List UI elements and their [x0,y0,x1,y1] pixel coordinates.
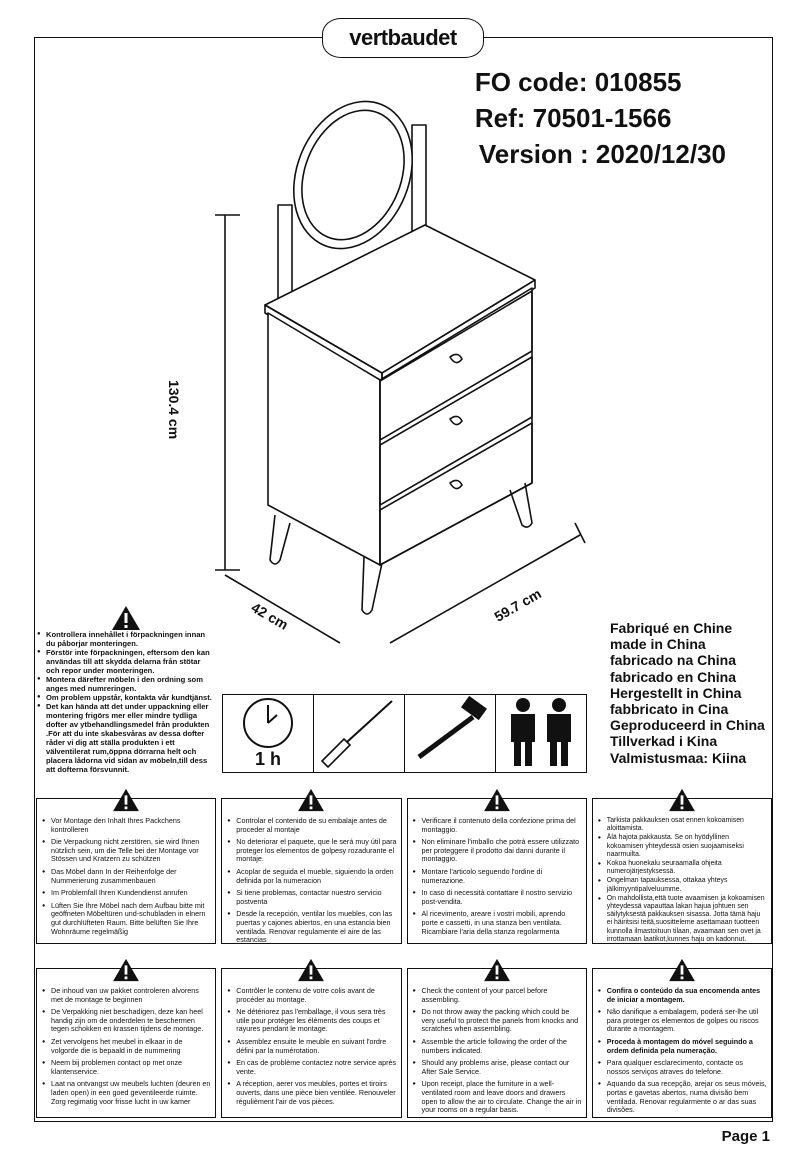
warnings-row-2: De inhoud van uw pakket controleren alvo… [36,958,772,1118]
swedish-instructions: Kontrollera innehållet i förpackningen i… [34,630,216,774]
list-item: Verificare il contenuto della confezione… [412,816,582,834]
list-item: Acoplar de seguida el mueble, siguiendo … [226,867,396,885]
list-item: Contrôler le contenu de votre colis avan… [226,986,396,1004]
made-in-line: Geproduceerd in China [610,717,765,734]
screwdriver-icon [320,700,393,769]
list-item: Das Möbel dann In der Reihenfolge der Nu… [41,867,211,885]
tools-panel: 1 h [222,694,587,773]
warning-box-pt: Confira o conteúdo da sua encomenda ante… [591,958,772,1118]
list-item: Assemble the article following the order… [412,1037,582,1055]
list-item: Neem bij problemen contact op met onze k… [41,1058,211,1076]
list-item: Al ricevimento, areare i vostri mobili, … [412,910,582,936]
list-item: Kokoa huonekalu seuraamalla ohjeita nume… [597,860,767,876]
version: Version : 2020/12/30 [478,139,726,169]
list-item: Should any problems arise, please contac… [412,1058,582,1076]
dresser-illustration [215,100,586,644]
made-in-line: made in China [610,636,706,653]
page-number: Page 1 [721,1128,770,1145]
list-item: Lüften Sie Ihre Möbel nach dem Aufbau bi… [41,901,211,936]
list-item: Zet vervolgens het meubel in elkaar in d… [41,1037,211,1055]
list-item: Aquando da sua recepção, arejar os seus … [597,1079,767,1114]
tool-hammer [405,695,496,772]
list-item: In caso di necessità contattare il nostr… [412,888,582,906]
warning-icon [668,788,695,812]
list-item: No deteriorar el paquete, que le será mu… [226,837,396,864]
list-item: Si tiene problemas, contactar nuestro se… [226,888,396,906]
brand-logo: vertbaudet [322,18,484,58]
header-info: FO code: 010855 Ref: 70501-1566 Version … [475,64,726,172]
list-item: Förstör inte förpackningen, eftersom den… [34,648,216,675]
list-item: Assemblez ensuite le meuble en suivant l… [226,1037,396,1055]
list-item: Ongelman tapauksessa, ottakaa yhteys jäl… [597,877,767,893]
made-in-line: Valmistusmaa: Kiina [610,749,747,766]
list-item: Älä hajota pakkausta. Se on hyödyllinen … [597,834,767,859]
made-in-line: fabbricato in Cina [610,701,729,718]
warning-box-fr: Contrôler le contenu de votre colis avan… [221,958,402,1118]
hammer-icon [417,695,488,760]
list-item: Ne détériorez pas l'emballage, il vous s… [226,1007,396,1034]
made-in-line: Tillverkad i Kina [610,733,718,750]
list-item: Check the content of your parcel before … [412,986,582,1004]
ref-number: Ref: 70501-1566 [474,103,672,133]
list-item: A réception, aerer vos meubles, portes e… [226,1080,396,1106]
list-item: Desde la recepción, ventilar los muebles… [226,909,396,944]
tool-screwdriver [314,695,405,772]
list-item: Non eliminare l'imballo che potrà essere… [412,837,582,864]
list-item: Det kan hända att det under uppackning e… [34,702,216,774]
two-people-icon [511,698,571,766]
warning-icon [668,958,695,982]
tool-clock: 1 h [223,695,314,772]
made-in-line: fabricado en China [610,668,737,685]
warning-icon [298,788,325,812]
warning-icon [113,958,140,982]
assembly-time: 1 h [254,749,281,769]
warning-box-en: Check the content of your parcel before … [406,958,587,1118]
warning-icon [298,958,325,982]
list-item: De inhoud van uw pakket controleren alvo… [41,986,211,1004]
warning-icon [113,788,140,812]
warning-box-nl: De inhoud van uw pakket controleren alvo… [36,958,217,1118]
list-item: Para qualquer esclarecimento, contacte o… [597,1058,767,1076]
clock-icon [243,698,293,748]
warning-icon [483,788,510,812]
list-item: De Verpakking niet beschadigen, deze kan… [41,1007,211,1034]
list-item: On mahdollista,että tuote avaamisen ja k… [597,895,767,944]
warning-icon [483,958,510,982]
warning-box-it: Verificare il contenuto della confezione… [406,788,587,944]
warning-box-es: Controlar el contenido de su embalaje an… [221,788,402,944]
warning-icon [112,606,140,630]
warnings-row-1: Vor Montage den Inhalt Ihres Packchens k… [36,788,772,944]
list-item: Tarkista pakkauksen osat ennen kokoamise… [597,817,767,833]
made-in-line: fabricado na China [610,652,737,669]
made-in-line: Hergestellt in China [610,684,742,701]
list-item: En cas de problème contactez notre servi… [226,1058,396,1076]
made-in-list: Fabriqué en Chine made in China fabricad… [610,620,765,766]
list-item: Montare l'articolo seguendo l'ordine di … [412,867,582,885]
list-item: Upon receipt, place the furniture in a w… [412,1079,582,1114]
list-item: Vor Montage den Inhalt Ihres Packchens k… [41,816,211,834]
list-item: Do not throw away the packing which coul… [412,1007,582,1034]
list-item: Confira o conteúdo da sua encomenda ante… [597,986,767,1004]
list-item: Kontrollera innehållet i förpackningen i… [34,630,216,648]
list-item: Im Problemfall Ihren Kundendienst anrufe… [41,889,211,898]
warning-box-fi: Tarkista pakkauksen osat ennen kokoamise… [591,788,772,944]
list-item: Controlar el contenido de su embalaje an… [226,816,396,834]
tool-two-people [496,695,586,772]
list-item: Om problem uppstår, kontakta vår kundtjä… [34,693,216,702]
list-item: Die Verpackung nicht zerstören, sie wird… [41,837,211,864]
list-item: Proceda à montagem do móvel seguindo a o… [597,1037,767,1055]
list-item: Não danifique a embalagem, poderá ser-lh… [597,1007,767,1034]
list-item: Laat na ontvangst uw meubels luchten (de… [41,1080,211,1106]
made-in-line: Fabriqué en Chine [610,620,733,636]
fo-code: FO code: 010855 [474,67,682,97]
list-item: Montera därefter möbeln i den ordning so… [34,675,216,693]
height-dimension: 130.4 cm [166,380,182,440]
warning-box-de: Vor Montage den Inhalt Ihres Packchens k… [36,788,217,944]
